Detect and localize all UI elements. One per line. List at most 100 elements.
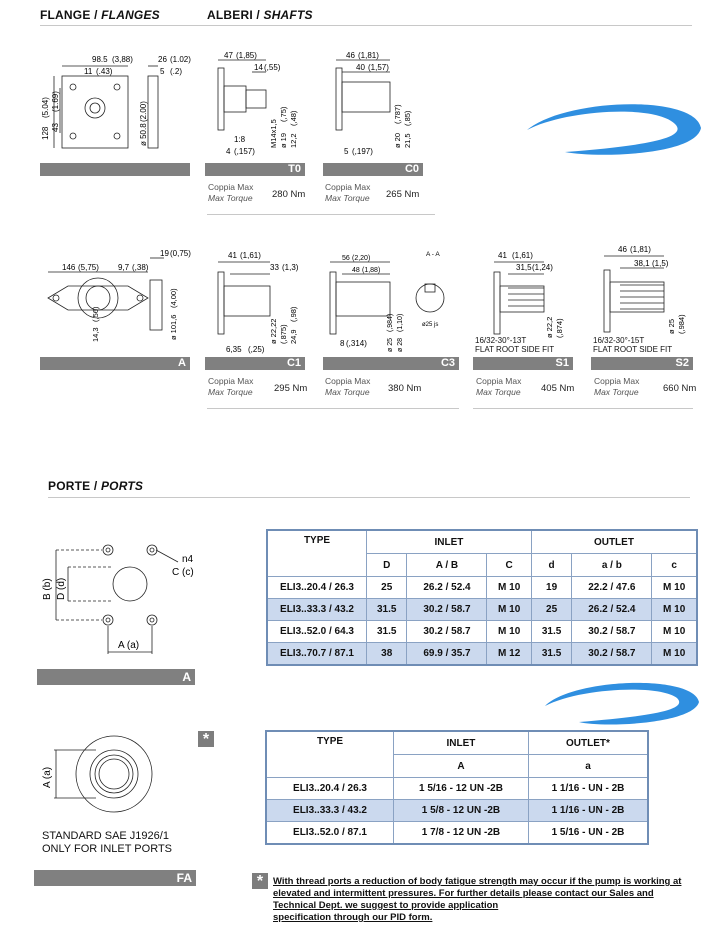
- flange-top-dim: 11: [84, 67, 93, 76]
- c0-dim: 40: [356, 63, 365, 72]
- t0-dim: (,75): [279, 106, 288, 122]
- col-inlet: INLET: [366, 529, 532, 554]
- sub-ab: A / B: [406, 553, 488, 577]
- flange-a-drawing: 146 (5,75) 9,7 (,38) 19 (0,75) 14,3 (,56…: [47, 250, 191, 342]
- c3-dim: (,984): [387, 314, 394, 332]
- c0-dim: 21,5: [403, 133, 412, 148]
- shaft-t0-bar: T0: [205, 163, 305, 176]
- flange-top-dim: 43: [51, 123, 60, 132]
- ports-header: PORTE / PORTS: [48, 479, 144, 493]
- port-a-drawing: n4 C (c) B (b) D (d) A (a): [42, 544, 194, 654]
- flange-a-dim: ø 101,6: [169, 315, 178, 340]
- flange-top-bar: [40, 163, 190, 176]
- flange-top-dim: ø 50.8: [139, 123, 148, 146]
- c3-dim: ø 25: [387, 338, 394, 352]
- row2-rule-a: [207, 408, 459, 409]
- c1-dim: 41: [228, 251, 237, 260]
- c1-dim: ø 22,22: [269, 319, 278, 344]
- flange-top-dim: (1.69): [51, 91, 60, 112]
- c3-dim: 56: [342, 255, 350, 262]
- shaft-c0-drawing: 46 (1,81) 40 (1,57) 5 (,197) ø 20 (,787)…: [335, 51, 412, 156]
- s1-spline: 16/32-30°-13T: [475, 336, 527, 345]
- c3-dim: A - A: [426, 251, 440, 258]
- c0-dim: (,85): [403, 110, 412, 126]
- t0-dim: (,157): [234, 147, 255, 156]
- port-fa-drawing: A (a): [42, 735, 153, 813]
- s2-torque-value: 660 Nm: [663, 383, 697, 394]
- c3-dim: (2,20): [352, 255, 370, 262]
- c0-dim: 5: [344, 147, 349, 156]
- c1-dim: 24,9: [289, 329, 298, 344]
- shaft-c1-drawing: 41 (1,61) 33 (1,3) 6,35 (,25) ø 22,22 (,…: [217, 251, 299, 354]
- s1-dim: 41: [498, 251, 507, 260]
- sub-a-small: a: [527, 754, 649, 778]
- shaft-s1-drawing: 41 (1,61) 31,5 (1,24) ø 22,2 (,874): [493, 251, 564, 338]
- sub-c-small: c: [651, 553, 698, 577]
- s1-dim: (1,24): [532, 263, 553, 272]
- fa-caption-1: STANDARD SAE J1926/1: [42, 830, 169, 842]
- col-inlet: INLET: [393, 730, 529, 755]
- s1-dim: 31,5: [516, 263, 532, 272]
- port-a-label: A (a): [118, 640, 139, 651]
- c3-dim: (1,88): [362, 267, 380, 274]
- shaft-c3-drawing: 56 (2,20) 48 (1,88) A - A 8 (,314) ø 25 …: [329, 251, 445, 352]
- c1-dim: (,25): [248, 345, 265, 354]
- c3-dim: (1,10): [397, 314, 404, 332]
- flange-top-drawing: 98.5 (3,88) 11 (.43) 26 (1.02) 5 (.2) 12…: [41, 55, 191, 149]
- s1-fit: FLAT ROOT SIDE FIT: [475, 345, 555, 354]
- c3-torque-value: 380 Nm: [388, 383, 422, 394]
- flange-top-dim: (5.04): [41, 97, 50, 118]
- c3-dim: 48: [352, 267, 360, 274]
- t0-dim: 12,2: [289, 133, 298, 148]
- s2-dim: (1,5): [652, 259, 669, 268]
- s1-dim: (1,61): [512, 251, 533, 260]
- flange-top-dim: (.43): [96, 67, 113, 76]
- s1-torque-value: 405 Nm: [541, 383, 575, 394]
- port-a-label: B (b): [42, 578, 53, 600]
- flange-a-dim: 9,7: [118, 263, 130, 272]
- ports-rule: [48, 497, 690, 498]
- flange-a-dim: (0,75): [170, 250, 191, 258]
- s2-dim: ø 25: [667, 319, 676, 334]
- flange-top-dim: 128: [41, 126, 50, 140]
- fa-caption-2: ONLY FOR INLET PORTS: [42, 843, 172, 855]
- c3-dim: ø25 js: [422, 322, 438, 328]
- shaft-t0-drawing: 47 (1,85) 14 (,55) 1:8 4 (,157) M14x1,5 …: [217, 51, 298, 156]
- c3-dim: ø 28: [397, 338, 404, 352]
- s2-spline: 16/32-30°-15T: [593, 336, 645, 345]
- sub-d: D: [365, 553, 408, 577]
- footnote-line-3: Technical Dept. we suggest to provide ap…: [273, 900, 499, 911]
- flange-top-dim: 26: [158, 55, 167, 64]
- port-a-label: C (c): [172, 567, 194, 578]
- shaft-c3-bar: C3: [323, 357, 459, 370]
- flange-top-dim: 5: [160, 67, 165, 76]
- port-a-label: n4: [182, 554, 194, 565]
- c0-dim: (,787): [393, 104, 402, 124]
- s2-dim: 38,1: [634, 259, 650, 268]
- flange-a-dim: 19: [160, 250, 169, 258]
- shaft-c1-bar: C1: [205, 357, 305, 370]
- ports-table-2: TYPE INLET OUTLET* A a ELI3..20.4 / 26.3…: [265, 730, 649, 845]
- t0-dim: 4: [226, 147, 231, 156]
- flange-a-bar: A: [40, 357, 190, 370]
- swoosh-graphic-2: [545, 682, 699, 725]
- shaft-s1-bar: S1: [473, 357, 573, 370]
- port-fa-label: A (a): [42, 767, 53, 788]
- flange-top-dim: (1.02): [170, 55, 191, 64]
- row1-rule: [207, 214, 435, 215]
- c0-dim: ø 20: [393, 133, 402, 148]
- c0-dim: (1,57): [368, 63, 389, 72]
- c0-dim: 46: [346, 51, 355, 60]
- asterisk-icon: *: [252, 873, 268, 890]
- t0-dim: ø 19: [279, 133, 288, 148]
- shaft-s2-drawing: 46 (1,81) 38,1 (1,5) ø 25 (,984): [603, 245, 686, 334]
- footnote-line-1: With thread ports a reduction of body fa…: [273, 876, 682, 887]
- c1-dim: (1,61): [240, 251, 261, 260]
- t0-torque-value: 280 Nm: [272, 189, 306, 200]
